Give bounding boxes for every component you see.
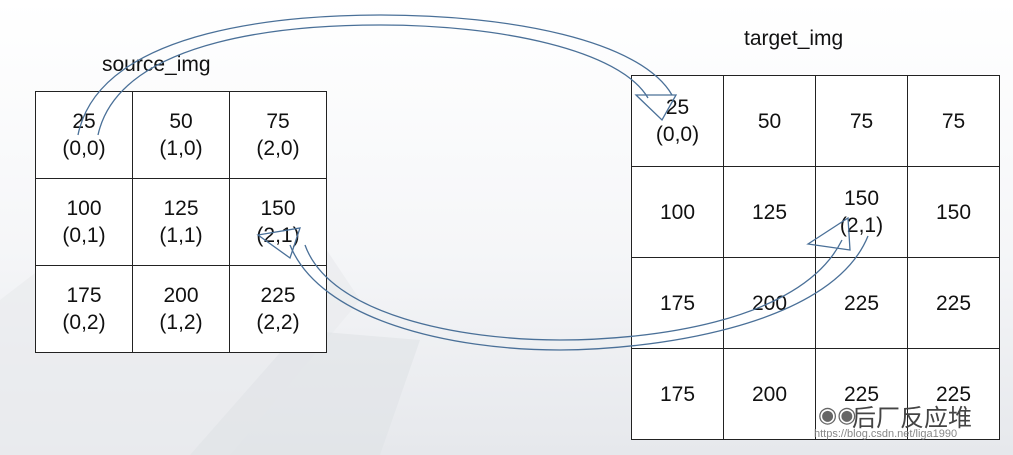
cell-coord: (1,1): [159, 224, 203, 247]
cell-value: 125: [163, 197, 199, 220]
watermark-name: 后厂反应堆: [852, 405, 972, 432]
target-row: 100 125 150 (2,1) 150: [631, 166, 1000, 258]
target-cell: 225: [815, 348, 908, 440]
wechat-icon: ◉◉: [818, 402, 857, 427]
target-title: target_img: [744, 27, 844, 50]
cell-value: 225: [935, 382, 972, 406]
target-cell: 100: [631, 166, 724, 258]
cell-coord: (0,1): [62, 224, 106, 247]
cell-value: 75: [941, 109, 966, 133]
target-cell: 75: [815, 75, 908, 167]
cell-value: 100: [659, 200, 696, 224]
target-cell: 125: [723, 166, 816, 258]
target-cell: 200: [723, 257, 816, 349]
source-title: source_img: [102, 53, 211, 76]
source-cell: 150 (2,1): [229, 178, 327, 266]
target-cell: 150: [907, 166, 1000, 258]
cell-value: 225: [843, 291, 880, 315]
target-cell: 175: [631, 348, 724, 440]
cell-coord: (0,0): [62, 137, 106, 160]
cell-value: 175: [659, 291, 696, 315]
cell-value: 25: [72, 110, 96, 133]
target-row: 25 (0,0) 50 75 75: [631, 75, 1000, 167]
cell-coord: (2,0): [256, 137, 300, 160]
source-cell: 200 (1,2): [132, 265, 230, 353]
source-cell: 50 (1,0): [132, 91, 230, 179]
cell-value: 225: [843, 382, 880, 406]
cell-value: 150: [935, 200, 972, 224]
source-cell: 175 (0,2): [35, 265, 133, 353]
source-row: 25 (0,0) 50 (1,0) 75 (2,0): [35, 91, 327, 179]
target-row: 175 200 225 225: [631, 257, 1000, 349]
source-cell: 125 (1,1): [132, 178, 230, 266]
source-grid: 25 (0,0) 50 (1,0) 75 (2,0) 100 (0,1) 125 (1,1) 150…: [35, 91, 327, 353]
cell-value: 75: [849, 109, 874, 133]
cell-value: 50: [169, 110, 193, 133]
cell-value: 150: [843, 187, 880, 210]
source-cell: 100 (0,1): [35, 178, 133, 266]
target-row: 175 200 225 225: [631, 348, 1000, 440]
cell-coord: (2,2): [256, 311, 300, 334]
watermark-url: https://blog.csdn.net/liga1990: [814, 428, 958, 440]
cell-value: 125: [751, 200, 788, 224]
cell-value: 25: [665, 96, 690, 119]
target-cell: 175: [631, 257, 724, 349]
cell-coord: (1,2): [159, 311, 203, 334]
cell-value: 100: [66, 197, 102, 220]
cell-value: 225: [935, 291, 972, 315]
cell-value: 175: [66, 284, 102, 307]
cell-coord: (1,0): [159, 137, 203, 160]
cell-value: 200: [751, 291, 788, 315]
target-cell: 225: [907, 257, 1000, 349]
source-row: 100 (0,1) 125 (1,1) 150 (2,1): [35, 178, 327, 266]
cell-value: 75: [266, 110, 290, 133]
target-cell: 200: [723, 348, 816, 440]
source-cell: 75 (2,0): [229, 91, 327, 179]
cell-coord: (2,1): [256, 224, 300, 247]
cell-value: 200: [751, 382, 788, 406]
cell-value: 225: [260, 284, 296, 307]
cell-value: 175: [659, 382, 696, 406]
cell-coord: (2,1): [839, 214, 884, 237]
target-cell: 50: [723, 75, 816, 167]
cell-value: 200: [163, 284, 199, 307]
source-cell: 225 (2,2): [229, 265, 327, 353]
target-cell: 75: [907, 75, 1000, 167]
cell-coord: (0,0): [655, 123, 700, 146]
target-cell: 25 (0,0): [631, 75, 724, 167]
cell-coord: (0,2): [62, 311, 106, 334]
source-cell: 25 (0,0): [35, 91, 133, 179]
target-cell: 225: [815, 257, 908, 349]
cell-value: 50: [757, 109, 782, 133]
source-row: 175 (0,2) 200 (1,2) 225 (2,2): [35, 265, 327, 353]
target-grid: 25 (0,0) 50 75 75 100 125 150 (2,1) 150 175 200 225 2…: [631, 75, 1000, 440]
target-cell: 225: [907, 348, 1000, 440]
cell-value: 150: [260, 197, 296, 220]
target-cell: 150 (2,1): [815, 166, 908, 258]
